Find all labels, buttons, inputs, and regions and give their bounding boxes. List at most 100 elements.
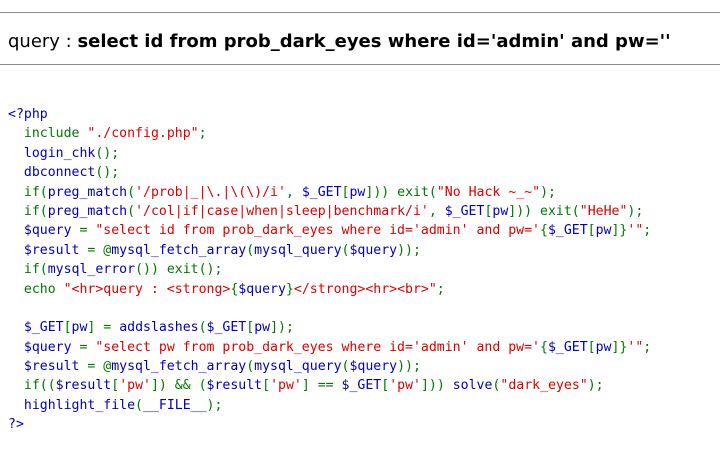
code-token: if( <box>23 262 48 278</box>
code-token: ); <box>627 203 644 219</box>
code-line: $query = "select id from prob_dark_eyes … <box>8 221 651 240</box>
code-line <box>8 299 651 318</box>
code-token: = <box>79 339 96 355</box>
code-token: "select pw from prob_dark_eyes where id=… <box>95 339 540 355</box>
query-output: query : select id from prob_dark_eyes wh… <box>8 30 671 54</box>
code-token: } <box>285 281 294 297</box>
code-token: = <box>79 223 96 239</box>
code-token: $_GET <box>341 378 382 394</box>
code-token: ])) exit( <box>508 203 580 219</box>
code-token: ( <box>127 184 136 200</box>
horizontal-rule-top <box>0 12 720 13</box>
code-token: $query <box>8 339 80 355</box>
code-token: ); <box>540 184 556 200</box>
code-token: '/prob|_|\.|\(\)/i' <box>135 184 286 200</box>
code-token: $result <box>55 378 112 394</box>
code-token: ( <box>246 359 255 375</box>
code-token: $query <box>8 223 80 239</box>
code-token: { <box>539 223 548 239</box>
php-source-code: <?php include "./config.php"; login_chk(… <box>8 105 651 435</box>
code-token: )); <box>397 242 421 258</box>
code-line: dbconnect(); <box>8 163 651 182</box>
code-token: dbconnect <box>8 165 96 181</box>
code-token: $_GET <box>8 320 64 336</box>
code-token: [ <box>381 378 390 394</box>
code-token: ] = <box>87 320 120 336</box>
code-token <box>8 126 24 141</box>
code-token: mysql_query <box>254 359 342 375</box>
code-token: ] == <box>301 378 342 394</box>
code-token: ( <box>341 359 350 375</box>
code-token <box>8 282 24 297</box>
code-line: echo "<hr>query : <strong>{$query}</stro… <box>8 280 651 299</box>
code-token: [ <box>63 320 72 336</box>
code-token: echo <box>23 281 64 297</box>
code-token: "<hr>query : <strong> <box>63 281 231 297</box>
code-token: ( <box>135 397 143 413</box>
code-token: = @ <box>87 359 112 375</box>
code-token: mysql_fetch_array <box>111 359 247 375</box>
code-token: mysql_query <box>254 242 342 258</box>
code-token: '/col|if|case|when|sleep|benchmark/i' <box>135 203 429 219</box>
code-token: (); <box>95 165 120 181</box>
code-token: (); <box>95 145 120 161</box>
code-token: preg_match <box>47 184 128 200</box>
code-token: ( <box>246 242 255 258</box>
code-token: ( <box>492 378 501 394</box>
code-token: ; <box>643 339 652 355</box>
code-line: $query = "select pw from prob_dark_eyes … <box>8 338 651 357</box>
code-token: { <box>539 339 548 355</box>
code-token: login_chk <box>8 145 96 161</box>
code-token: $query <box>238 281 286 297</box>
code-token: '" <box>627 339 644 355</box>
code-token: $query <box>349 242 398 258</box>
code-token: [ <box>246 320 255 336</box>
code-token: solve <box>452 378 493 394</box>
code-token <box>8 185 24 200</box>
code-token: <?php <box>8 107 48 122</box>
code-token: ( <box>127 203 136 219</box>
code-token: [ <box>341 184 350 200</box>
code-token: 'pw' <box>389 378 421 394</box>
code-token: __FILE__ <box>143 397 207 413</box>
code-token: , <box>285 184 302 200</box>
code-token: )); <box>397 359 421 375</box>
query-label: query : <box>8 31 78 52</box>
code-token: 'pw' <box>119 378 151 394</box>
code-token: ])) exit( <box>365 184 437 200</box>
code-token: pw <box>595 339 612 355</box>
code-token: [ <box>262 378 271 394</box>
code-token: '" <box>627 223 644 239</box>
code-token: addslashes <box>119 320 199 336</box>
code-token: "HeHe" <box>579 203 628 219</box>
code-line: <?php <box>8 105 651 124</box>
code-token: $_GET <box>301 184 342 200</box>
code-token: ); <box>587 378 604 394</box>
code-line: if(preg_match('/col|if|case|when|sleep|b… <box>8 202 651 221</box>
code-token: ( <box>198 320 207 336</box>
code-token: ]); <box>270 320 294 336</box>
code-token: ( <box>341 242 350 258</box>
code-line: ?> <box>8 415 651 434</box>
code-token: pw <box>595 223 612 239</box>
code-token: $_GET <box>206 320 247 336</box>
code-token: $query <box>349 359 398 375</box>
code-token: "./config.php" <box>87 126 199 142</box>
code-token: pw <box>254 320 271 336</box>
code-token: ; <box>436 281 445 297</box>
code-token: 'pw' <box>270 378 302 394</box>
code-token: = @ <box>87 242 112 258</box>
code-token <box>8 204 24 219</box>
code-token: { <box>230 281 239 297</box>
code-token: if( <box>23 184 48 200</box>
code-line: $_GET[pw] = addslashes($_GET[pw]); <box>8 318 651 337</box>
code-token: ]} <box>611 339 628 355</box>
code-token: [ <box>484 203 493 219</box>
code-token: ])) <box>420 378 453 394</box>
code-token: $result <box>206 378 263 394</box>
code-line: if(preg_match('/prob|_|\.|\(\)/i', $_GET… <box>8 183 651 202</box>
code-line: include "./config.php"; <box>8 124 651 143</box>
code-token: "dark_eyes" <box>500 378 588 394</box>
code-token: [ <box>587 339 596 355</box>
code-token: $result <box>8 359 88 375</box>
